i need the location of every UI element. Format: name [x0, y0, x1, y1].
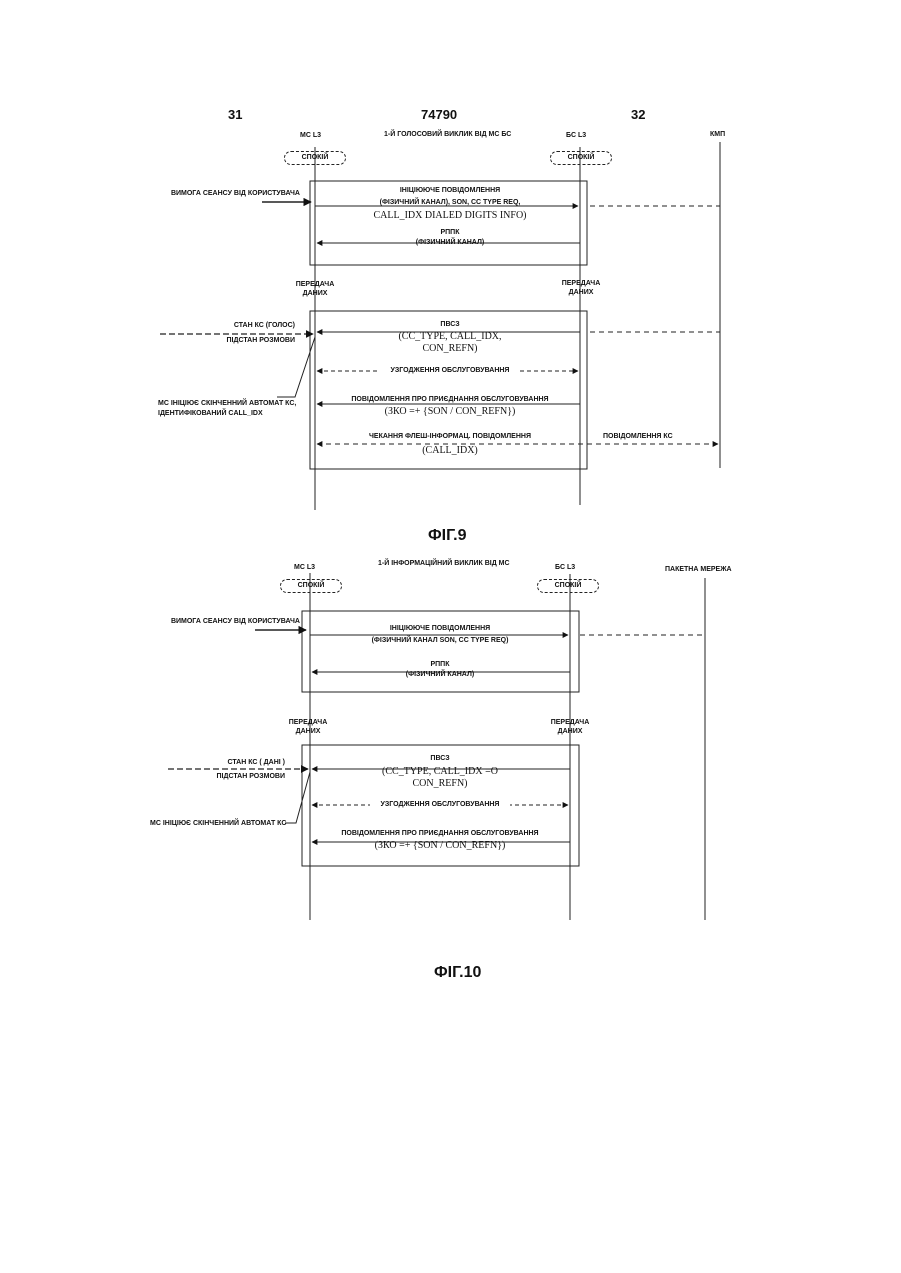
fig10-ms-state: СТАН КС ( ДАНІ ) — [150, 759, 285, 766]
fig10-origination-box — [302, 611, 579, 692]
fig10-bs-data-state-2: ДАНИХ — [535, 728, 605, 735]
fig9-bs-label: БС L3 — [566, 132, 586, 139]
fig10-user-request: ВИМОГА СЕАНСУ ВІД КОРИСТУВАЧА — [140, 618, 300, 625]
fig9-ms-init-2: ІДЕНТИФІКОВАНИЙ CALL_IDX — [158, 410, 263, 417]
fig9-flash-params: (CALL_IDX) — [330, 446, 570, 456]
fig10-ms-init: МС ІНІЦІЮЄ СКІНЧЕННИЙ АВТОМАТ КС — [150, 820, 286, 827]
fig9-title: 1-Й ГОЛОСОВИЙ ВИКЛИК ВІД МС БС — [384, 131, 511, 138]
fig10-bs-label: БС L3 — [555, 564, 575, 571]
fig9-assign-line1: (CC_TYPE, CALL_IDX, — [330, 332, 570, 342]
fig9-ack-title: РППК — [330, 229, 570, 236]
fig9-bs-idle-state: СПОКІЙ — [550, 151, 612, 165]
fig9-ms-init-1: МС ІНІЦІЮЄ СКІНЧЕННИЙ АВТОМАТ КС, — [158, 400, 296, 407]
fig10-connect-params: (ЗКО =+ {SON / CON_REFN}) — [320, 841, 560, 851]
fig10-ack-title: РППК — [320, 661, 560, 668]
fig9-ms-data-state-1: ПЕРЕДАЧА — [280, 281, 350, 288]
fig9-init-leader — [277, 337, 315, 397]
fig10-assign-line1: (CC_TYPE, CALL_IDX =O — [320, 767, 560, 777]
fig10-caption: ФІГ.10 — [434, 965, 481, 981]
fig10-ms-data-state-2: ДАНИХ — [273, 728, 343, 735]
fig10-bs-idle-state: СПОКІЙ — [537, 579, 599, 593]
fig10-negotiation: УЗГОДЖЕННЯ ОБСЛУГОВУВАННЯ — [370, 801, 510, 808]
fig9-origination-line1: (ФІЗИЧНИЙ КАНАЛ), SON, CC TYPE REQ, — [330, 199, 570, 206]
fig9-kmp-label: КМП — [710, 131, 725, 138]
fig10-connect-title: ПОВІДОМЛЕННЯ ПРО ПРИЄДНАННЯ ОБСЛУГОВУВАН… — [320, 830, 560, 837]
fig10-ack-channel: (ФІЗИЧНИЙ КАНАЛ) — [320, 671, 560, 678]
fig9-flash-title: ЧЕКАННЯ ФЛЕШ-ІНФОРМАЦ. ПОВІДОМЛЕННЯ — [330, 433, 570, 440]
fig10-ms-substate: ПІДСТАН РОЗМОВИ — [150, 773, 285, 780]
fig9-negotiation: УЗГОДЖЕННЯ ОБСЛУГОВУВАННЯ — [380, 367, 520, 374]
fig10-packet-label: ПАКЕТНА МЕРЕЖА — [665, 566, 732, 573]
fig9-origination-title: ІНІЦІЮЮЧЕ ПОВІДОМЛЕННЯ — [330, 187, 570, 194]
fig10-ms-data-state-1: ПЕРЕДАЧА — [273, 719, 343, 726]
fig9-connect-params: (ЗКО =+ {SON / CON_REFN}) — [330, 407, 570, 417]
fig9-assign-line2: CON_REFN) — [330, 344, 570, 354]
fig10-init-leader — [285, 772, 310, 823]
fig9-ack-channel: (ФІЗИЧНИЙ КАНАЛ) — [330, 239, 570, 246]
fig10-assign-line2: CON_REFN) — [320, 779, 560, 789]
fig10-title: 1-Й ІНФОРМАЦІЙНИЙ ВИКЛИК ВІД МС — [378, 560, 510, 567]
fig9-ms-idle-state: СПОКІЙ — [284, 151, 346, 165]
fig9-ms-data-state-2: ДАНИХ — [280, 290, 350, 297]
fig10-origination-line1: (ФІЗИЧНИЙ КАНАЛ SON, CC TYPE REQ) — [320, 637, 560, 644]
fig10-bs-data-state-1: ПЕРЕДАЧА — [535, 719, 605, 726]
fig10-assign-title: ПВСЗ — [320, 755, 560, 762]
fig9-bs-data-state-2: ДАНИХ — [546, 289, 616, 296]
fig9-origination-line2: CALL_IDX DIALED DIGITS INFO) — [330, 211, 570, 221]
fig10-ms-idle-state: СПОКІЙ — [280, 579, 342, 593]
fig9-ms-label: МС L3 — [300, 132, 321, 139]
fig9-kc-message: ПОВІДОМЛЕННЯ КС — [603, 433, 673, 440]
fig10-origination-title: ІНІЦІЮЮЧЕ ПОВІДОМЛЕННЯ — [320, 625, 560, 632]
fig9-ms-state: СТАН КС (ГОЛОС) — [150, 322, 295, 329]
fig9-ms-substate: ПІДСТАН РОЗМОВИ — [150, 337, 295, 344]
fig9-user-request: ВИМОГА СЕАНСУ ВІД КОРИСТУВАЧА — [140, 190, 300, 197]
fig9-caption: ФІГ.9 — [428, 528, 467, 544]
fig9-assign-title: ПВСЗ — [330, 321, 570, 328]
fig9-bs-data-state-1: ПЕРЕДАЧА — [546, 280, 616, 287]
fig10-ms-label: МС L3 — [294, 564, 315, 571]
fig9-connect-title: ПОВІДОМЛЕННЯ ПРО ПРИЄДНАННЯ ОБСЛУГОВУВАН… — [330, 396, 570, 403]
